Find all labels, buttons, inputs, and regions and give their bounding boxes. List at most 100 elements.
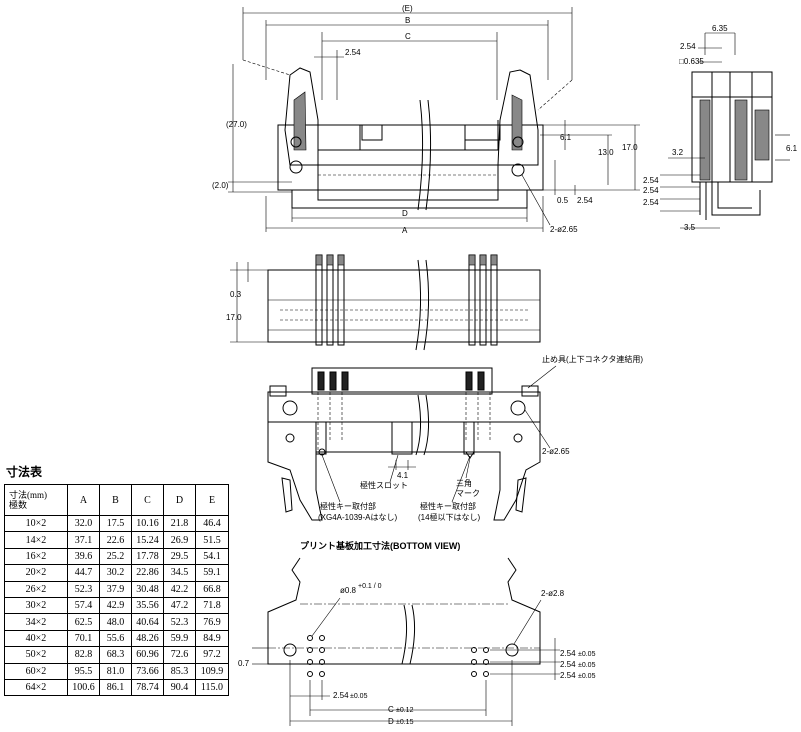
dim-cell-d: 21.8 [163,514,196,533]
dim-cell-e: 46.4 [195,514,229,533]
pcb-dim-254h: 2.54 [333,691,349,700]
dim-b-label: B [405,16,410,25]
top-pins [315,254,498,346]
corner-bottom: 極数 [9,500,28,510]
table-header-row: 寸法(mm) 極数 A B C D E [4,484,229,516]
dim-cell-c: 73.66 [131,662,164,680]
dim-170-label: 17.0 [622,143,638,152]
dim-cell-b: 42.9 [99,596,132,615]
dim-cell-e: 54.1 [195,547,229,566]
dim-cell-c: 35.56 [131,596,164,615]
dim-cell-d: 72.6 [163,646,196,664]
dim-cell-d: 59.9 [163,629,196,648]
dim-cell-e: 71.8 [195,596,229,615]
dim-cell-d: 47.2 [163,596,196,615]
pin-row [317,164,499,201]
dim-cell-c: 78.74 [131,678,164,697]
top-dim-03: 0.3 [230,290,242,299]
dim-cell-d: 26.9 [163,531,196,549]
pcb-hole-small: ø0.8 [340,586,357,595]
dim-a-label: A [402,226,408,235]
corner-top: 寸法(mm) [9,490,47,500]
dim-cell-b: 81.0 [99,662,132,680]
dim-cell-b: 55.6 [99,629,132,648]
dim-cell-c: 17.78 [131,547,164,566]
pcb-view: プリント基板加工寸法(BOTTOM VIEW) ø0.8 +0.1 / 0 2-… [238,540,596,726]
dim-254b-label: 2.54 [577,196,593,205]
side-dim-254b: 2.54 [643,186,659,195]
dim-130-label: 13.0 [598,148,614,157]
key-mount-2a: 極性キー取付部 [420,501,476,511]
dim-cell-b: 48.0 [99,613,132,631]
dim-cell-a: 95.5 [67,662,100,680]
dim-cell-e: 109.9 [195,662,229,680]
dim-cell-b: 68.3 [99,646,132,664]
pcb-dim-254a: 2.54 [560,649,576,658]
pole-count-cell: 14×2 [4,531,68,549]
lock-label: 止め具(上下コネクタ連結用) [542,354,643,364]
dim-cell-a: 62.5 [67,613,100,631]
pcb-tol-b: ±0.05 [578,662,596,669]
dim-20-label: (2.0) [212,181,229,190]
dim-cell-e: 59.1 [195,564,229,582]
col-header-c: C [131,484,164,516]
bottom-view: 止め具(上下コネクタ連結用) 2-ø2.65 4.1 極性スロット 三角 マーク… [267,354,643,522]
dim-cell-c: 15.24 [131,531,164,549]
pcb-dim-c: C [388,705,394,714]
table-title: 寸法表 [6,465,43,479]
pole-count-cell: 34×2 [4,613,68,631]
col-header-e: E [195,484,229,516]
dim-05-label: 0.5 [557,196,569,205]
dim-cell-e: 51.5 [195,531,229,549]
pcb-tol-a: ±0.05 [578,651,596,658]
dim-41-label: 4.1 [397,471,409,480]
dim-cell-d: 85.3 [163,662,196,680]
bottom-pins [317,371,485,391]
pcb-hole-big: 2-ø2.8 [541,589,565,598]
dim-cell-e: 76.9 [195,613,229,631]
key-slot-label: 極性スロット [360,480,408,490]
pole-count-cell: 10×2 [4,514,68,533]
key-mount-2b: (14極以下はなし) [418,512,481,522]
dim-c-label: C [405,32,411,41]
dim-cell-c: 10.16 [131,514,164,533]
dim-cell-e: 84.9 [195,629,229,648]
side-dim-61: 6.1 [786,144,798,153]
side-dim-254c: 2.54 [643,198,659,207]
pcb-tol-c: ±0.05 [578,673,596,680]
pcb-dim-254c: 2.54 [560,671,576,680]
dim-cell-b: 17.5 [99,514,132,533]
side-dim-635: 6.35 [712,24,728,33]
dim-61-label: 6.1 [560,133,572,142]
dim-cell-a: 32.0 [67,514,100,533]
triangle-label-2: マーク [456,489,480,498]
pole-count-cell: 20×2 [4,564,68,582]
side-dim-254: 2.54 [680,42,696,51]
side-view: 6.35 2.54 □0.635 3.2 6.1 2.54 2.54 2.54 … [643,24,798,232]
dim-d-label: D [402,209,408,218]
pole-count-cell: 60×2 [4,662,68,680]
front-view: (E) B C 2.54 [212,4,640,235]
dim-cell-c: 60.96 [131,646,164,664]
side-dim-sq: □0.635 [679,57,704,66]
pcb-tol-h: ±0.05 [350,693,368,700]
dim-cell-d: 52.3 [163,613,196,631]
dim-cell-e: 97.2 [195,646,229,664]
dim-cell-d: 90.4 [163,678,196,697]
pcb-dim-07: 0.7 [238,659,250,668]
table-corner-cell: 寸法(mm) 極数 [4,484,68,516]
dim-cell-a: 37.1 [67,531,100,549]
